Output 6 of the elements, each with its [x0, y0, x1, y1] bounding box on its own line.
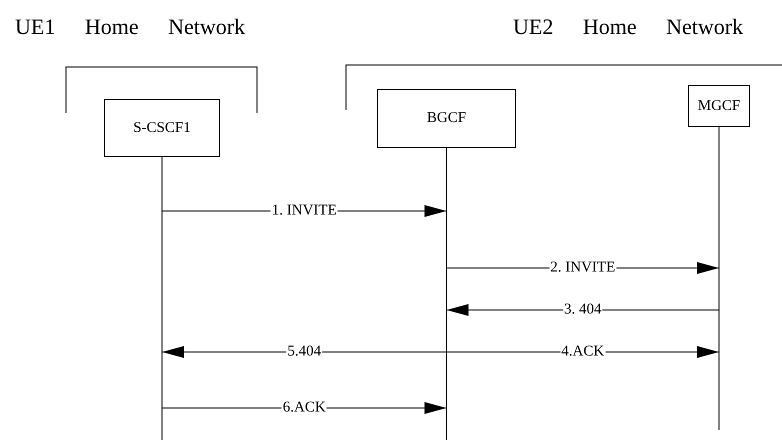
entity-box: MGCF	[688, 85, 750, 127]
entity-box: S-CSCF1	[104, 99, 220, 157]
group-heading: UE2 Home Network	[513, 14, 744, 40]
entity-box: BGCF	[377, 89, 516, 148]
group-heading: UE1 Home Network	[15, 14, 246, 40]
arrow	[162, 346, 447, 358]
